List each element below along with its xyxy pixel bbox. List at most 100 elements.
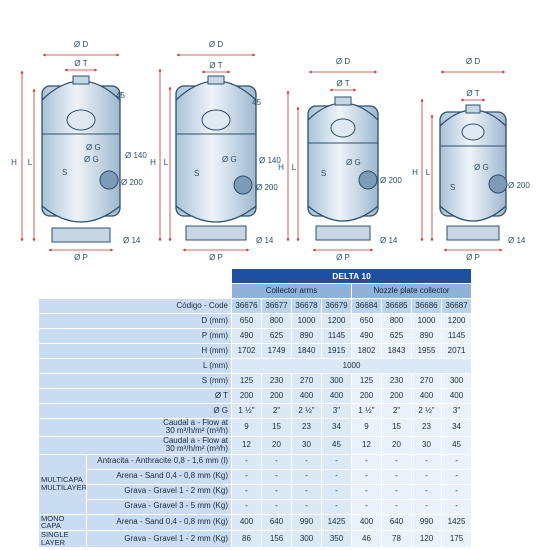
value-cell: 400	[440, 388, 473, 404]
value-cell: 1200	[321, 313, 352, 329]
value-cell: 230	[381, 373, 412, 389]
code-cell: 36685	[381, 298, 412, 314]
angle-label: 45	[252, 98, 261, 107]
value-cell: -	[381, 453, 412, 470]
o140-label: Ø 140	[259, 156, 281, 165]
value-cell: 1425	[321, 513, 352, 532]
value-cell: 2071	[440, 343, 473, 359]
value-cell: 1 ½"	[231, 403, 262, 419]
value-cell: -	[261, 453, 292, 470]
value-cell: 86	[231, 530, 262, 549]
value-cell: 200	[261, 388, 292, 404]
value-cell: -	[381, 498, 412, 515]
value-cell: 650	[231, 313, 262, 329]
value-cell: -	[351, 468, 382, 485]
value-cell: 625	[381, 328, 412, 344]
value-cell: -	[231, 483, 262, 500]
value-cell: 350	[321, 530, 352, 549]
value-cell: 12	[351, 435, 382, 455]
value-cell: 1749	[261, 343, 292, 359]
filter-drawing-2: Ø D Ø T H L S Ø G 45 Ø 140 Ø 200 Ø 14 Ø …	[150, 40, 281, 262]
row-label: Ø G	[38, 403, 232, 419]
od-label: Ø D	[209, 40, 223, 49]
value-cell: -	[321, 498, 352, 515]
od-label: Ø D	[74, 40, 88, 49]
ot-label: Ø T	[74, 59, 87, 68]
value-cell: -	[381, 483, 412, 500]
value-cell: 20	[261, 435, 292, 455]
multilayer-label: MULTICAPA MULTILAYER	[38, 453, 87, 515]
value-cell: 300	[291, 530, 322, 549]
value-cell: 9	[351, 418, 382, 437]
l-label: L	[426, 168, 431, 177]
value-cell: 890	[291, 328, 322, 344]
value-cell: -	[291, 498, 322, 515]
value-cell: -	[321, 483, 352, 500]
o14-label: Ø 14	[380, 236, 398, 245]
code-cell: 36679	[321, 298, 352, 314]
value-cell: 890	[411, 328, 442, 344]
value-cell: 2"	[261, 403, 292, 419]
value-cell: -	[321, 453, 352, 470]
s-label: S	[194, 169, 199, 178]
value-cell: 2"	[381, 403, 412, 419]
value-cell: 650	[351, 313, 382, 329]
h-label: H	[11, 158, 17, 167]
row-label: H (mm)	[38, 343, 232, 359]
blank-cell	[38, 268, 232, 284]
value-cell: 640	[381, 513, 412, 532]
value-cell: -	[440, 453, 473, 470]
group-header: Collector arms	[231, 283, 352, 299]
value-cell: -	[291, 453, 322, 470]
value-cell: 46	[351, 530, 382, 549]
value-cell: 34	[321, 418, 352, 437]
value-cell: 990	[411, 513, 442, 532]
value-cell: 23	[411, 418, 442, 437]
og-label: Ø G	[346, 158, 361, 167]
flow-label-line: 30 m³/h/m² (m³/h)	[165, 426, 228, 436]
op-label: Ø P	[74, 253, 88, 262]
l-label: L	[164, 158, 169, 167]
value-cell: 20	[381, 435, 412, 455]
code-cell: 36676	[231, 298, 262, 314]
value-cell: 78	[381, 530, 412, 549]
value-cell: 1 ½"	[351, 403, 382, 419]
value-cell: -	[291, 483, 322, 500]
og-label: Ø G	[86, 143, 101, 152]
h-label: H	[412, 168, 418, 177]
code-cell: 36687	[440, 298, 473, 314]
value-cell: -	[231, 468, 262, 485]
value-cell: -	[411, 453, 442, 470]
row-label: Grava - Gravel 1 - 2 mm (Kg)	[86, 483, 232, 500]
value-cell: -	[411, 483, 442, 500]
value-cell: -	[291, 468, 322, 485]
filter-drawing-4: Ø D Ø T H L S Ø G Ø 200 Ø 14 Ø P	[412, 57, 530, 262]
o14-label: Ø 14	[508, 236, 526, 245]
value-cell: -	[440, 498, 473, 515]
value-cell: 400	[321, 388, 352, 404]
row-label: P (mm)	[38, 328, 232, 344]
row-label: Ø T	[38, 388, 232, 404]
od-label: Ø D	[466, 57, 480, 66]
op-label: Ø P	[336, 253, 350, 262]
o200-label: Ø 200	[121, 178, 143, 187]
filter-drawings: Ø D Ø T H L S Ø G Ø G 45 Ø 140 Ø 200 Ø 1…	[11, 40, 530, 262]
row-label: Antracita - Anthracite 0,8 - 1,6 mm (l)	[86, 453, 232, 470]
value-cell: 200	[381, 388, 412, 404]
value-cell: 800	[261, 313, 292, 329]
value-cell: 1425	[440, 513, 473, 532]
value-cell: 400	[291, 388, 322, 404]
value-cell: -	[411, 468, 442, 485]
value-cell: 230	[261, 373, 292, 389]
value-cell: 400	[411, 388, 442, 404]
value-cell: 1955	[411, 343, 442, 359]
code-cell: 36678	[291, 298, 322, 314]
value-cell: -	[351, 483, 382, 500]
value-cell: -	[231, 498, 262, 515]
